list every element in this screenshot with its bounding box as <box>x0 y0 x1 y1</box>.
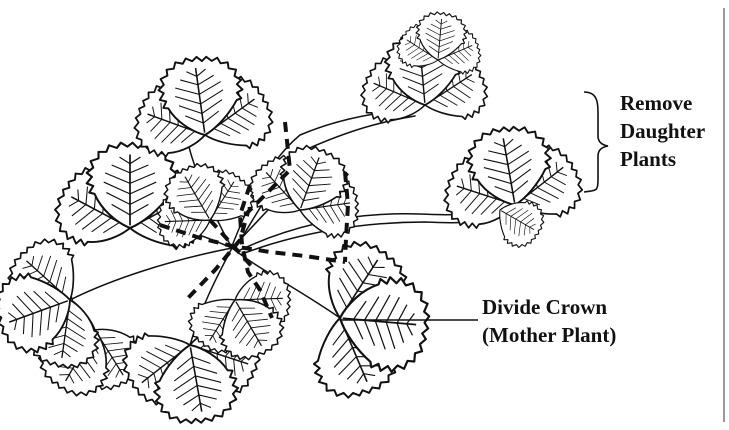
remove-label-line-2: Daughter <box>620 117 705 145</box>
remove-daughter-plants-label: Remove Daughter Plants <box>620 89 705 173</box>
remove-label-line-1: Remove <box>620 89 705 117</box>
divide-label-line-1: Divide Crown <box>482 293 616 321</box>
daughter-plants <box>346 8 601 254</box>
remove-label-line-3: Plants <box>620 145 705 173</box>
divide-label-line-2: (Mother Plant) <box>482 321 616 349</box>
brace-remove-daughter-plants <box>584 92 608 192</box>
divide-crown-label: Divide Crown (Mother Plant) <box>482 293 616 349</box>
